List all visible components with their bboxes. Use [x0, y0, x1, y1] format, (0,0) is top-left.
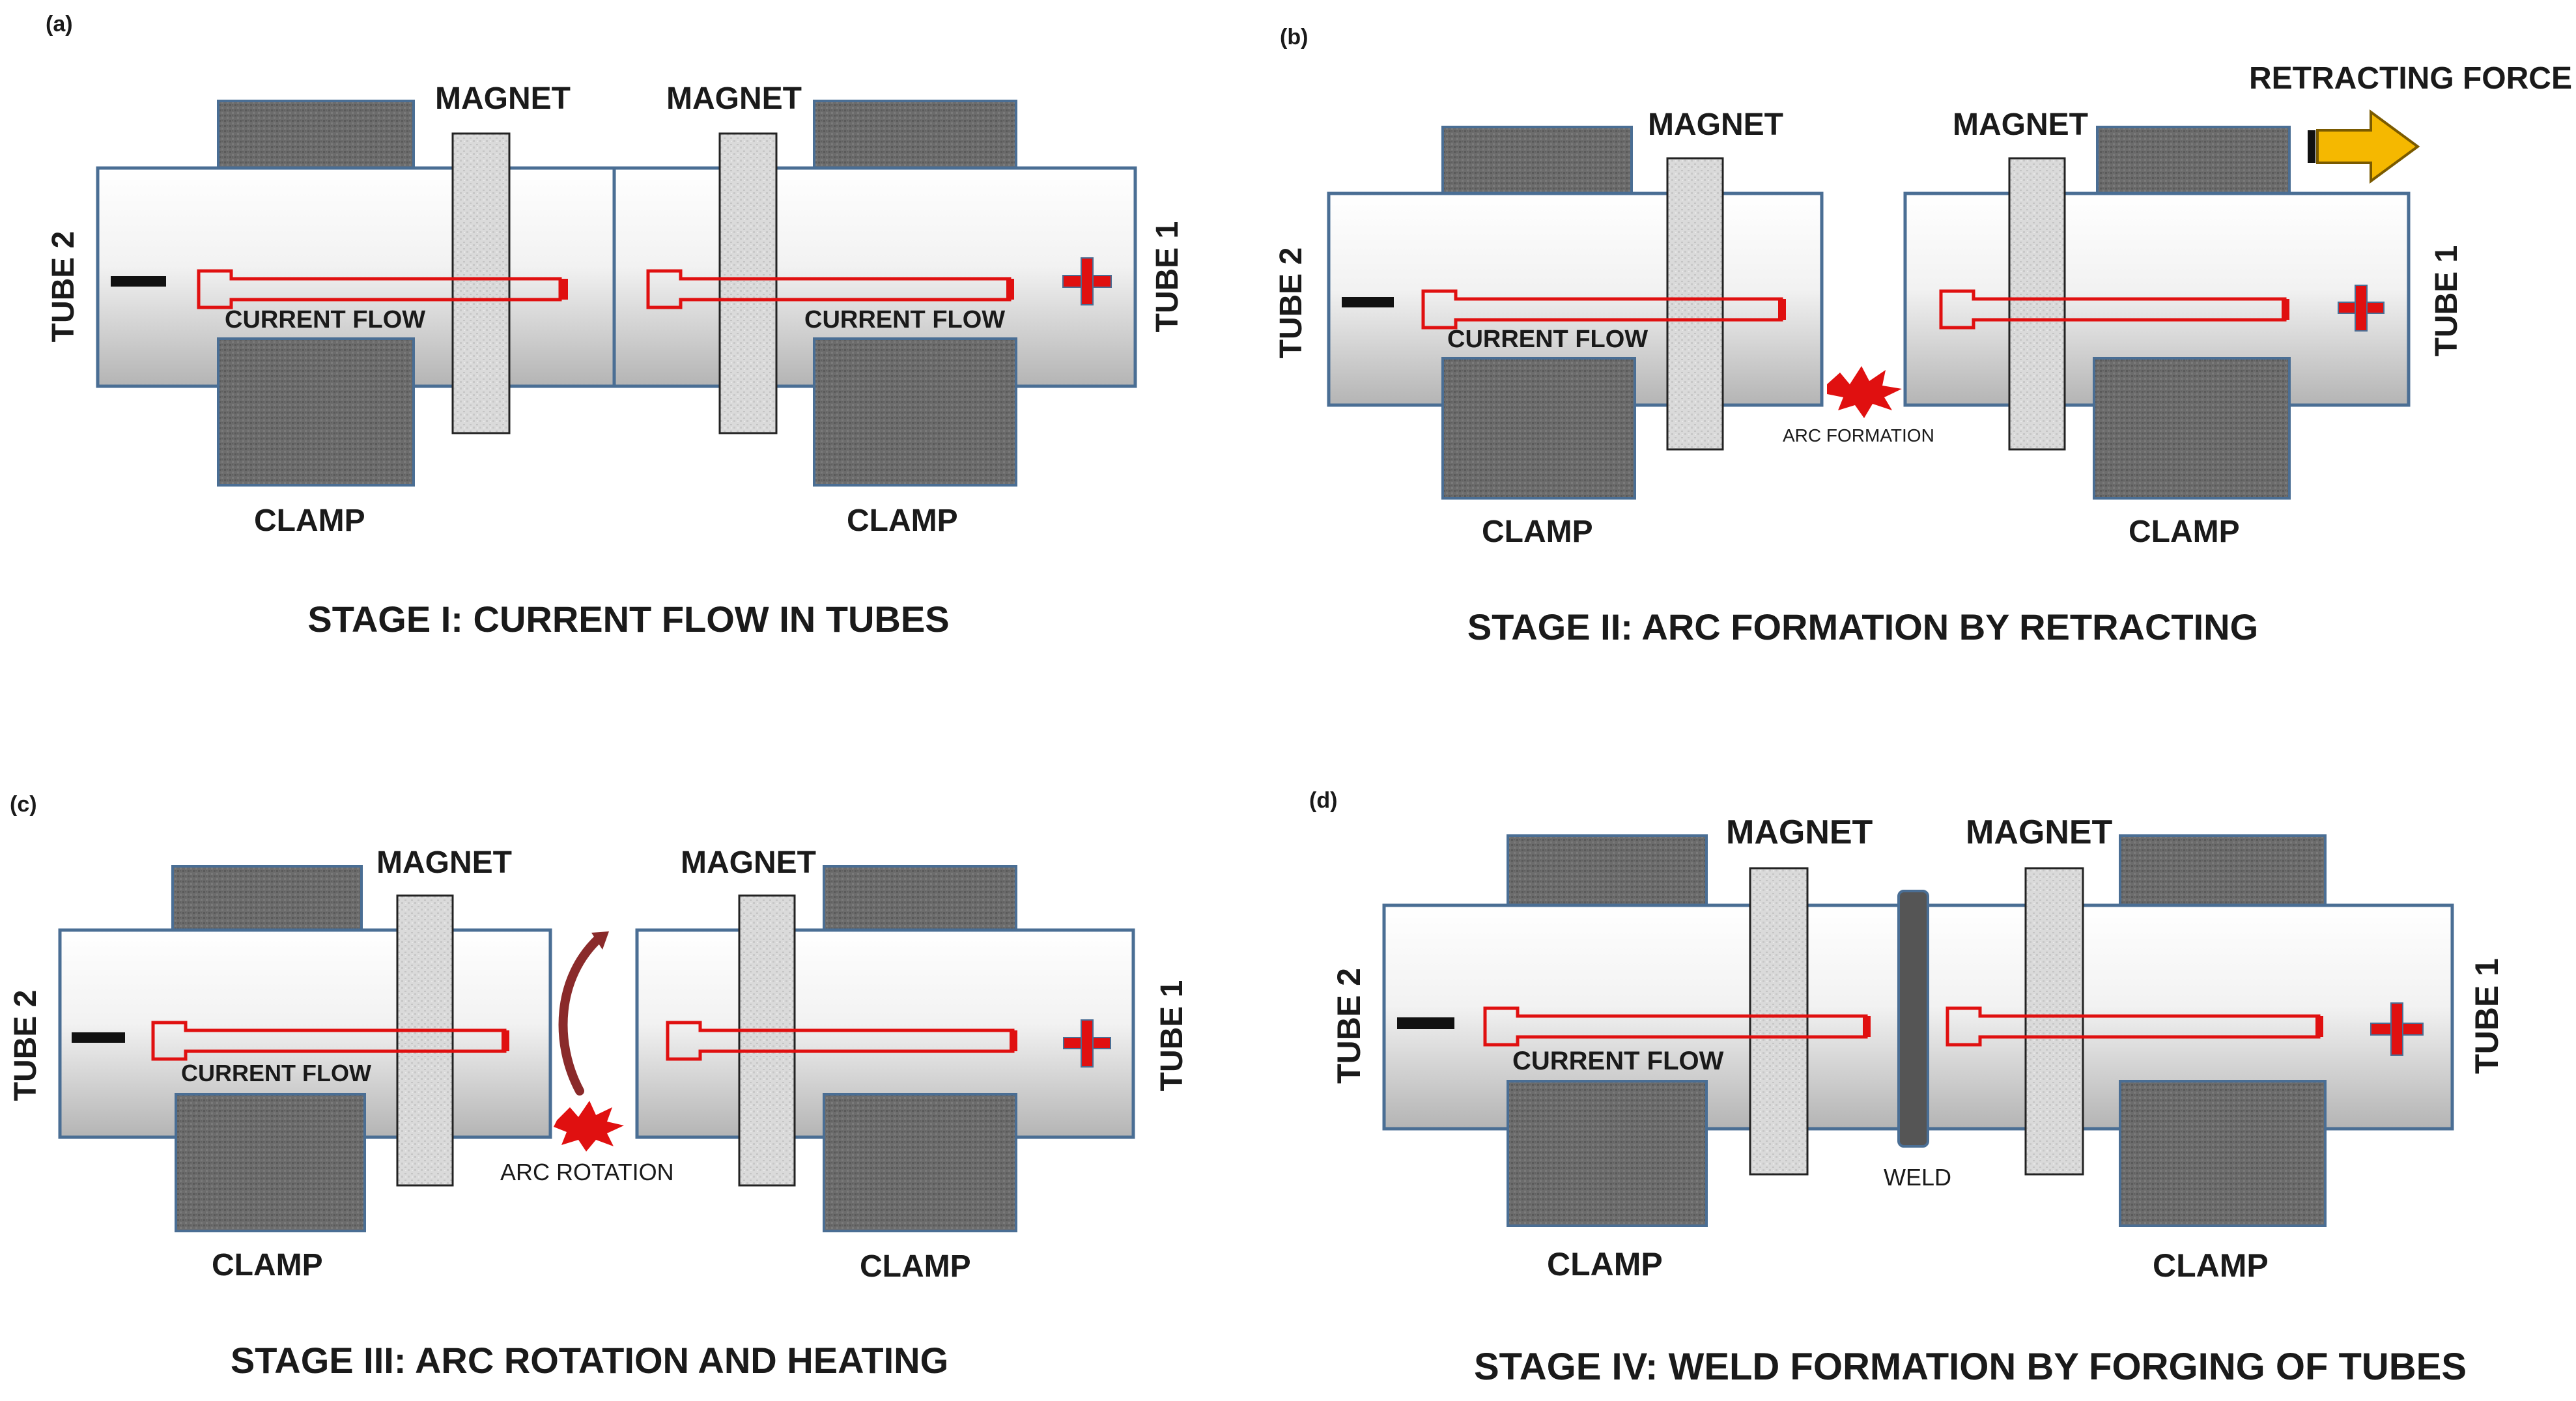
weld-bead [1897, 890, 1929, 1148]
right-clamp-label: CLAMP [2129, 515, 2240, 549]
left-clamp-bottom [175, 1093, 366, 1232]
right-clamp-label: CLAMP [860, 1249, 971, 1284]
right-tube-label: TUBE 1 [1155, 980, 1189, 1092]
right-magnet-label: MAGNET [1953, 107, 2088, 142]
arc-rotation-label: ARC ROTATION [500, 1159, 674, 1185]
left-current-tail [502, 1030, 509, 1051]
left-current-label: CURRENT FLOW [225, 306, 425, 333]
minus-icon [111, 276, 166, 287]
rotation-arrowhead-icon [591, 931, 609, 950]
left-clamp-label: CLAMP [254, 503, 365, 538]
right-current-tail [1006, 279, 1014, 300]
plus-icon [2370, 1002, 2424, 1056]
left-tube-label: TUBE 2 [8, 990, 43, 1101]
right-clamp-bottom [823, 1093, 1017, 1232]
right-magnet-label: MAGNET [666, 81, 802, 116]
retracting-force-label: RETRACTING FORCE [2249, 61, 2572, 96]
left-tube-label: TUBE 2 [1331, 968, 1367, 1084]
minus-icon [72, 1032, 125, 1043]
right-current-tail [2315, 1016, 2323, 1037]
panel-c-caption: STAGE III: ARC ROTATION AND HEATING [231, 1340, 948, 1381]
right-clamp-bottom [813, 337, 1017, 487]
plus-icon [2338, 285, 2385, 332]
panel-a: (a) MAGNET MAGNET CURRENT FLOW CURRENT F… [46, 12, 1185, 640]
arc-spark-icon [554, 1101, 624, 1152]
plus-icon [1062, 257, 1112, 305]
arc-rotation-arrow-icon [558, 933, 604, 1096]
left-magnet-label: MAGNET [1648, 107, 1783, 142]
right-magnet-label: MAGNET [1966, 814, 2113, 851]
right-clamp-bottom [2093, 357, 2291, 500]
right-clamp-label: CLAMP [847, 503, 958, 538]
panel-b: (b) MAGNET MAGNET RETRACTING FORCE CURRE… [1274, 25, 2572, 647]
retracting-force-arrow-icon [2308, 109, 2420, 184]
left-tube-label: TUBE 2 [46, 231, 81, 343]
minus-icon [1342, 297, 1394, 307]
panel-a-caption: STAGE I: CURRENT FLOW IN TUBES [307, 599, 949, 640]
panel-b-letter: (b) [1280, 25, 1308, 50]
left-current-label: CURRENT FLOW [181, 1060, 371, 1086]
left-magnet-label: MAGNET [1726, 814, 1873, 851]
left-magnet [1749, 867, 1809, 1176]
left-current-tail [560, 279, 568, 300]
left-magnet-label: MAGNET [376, 845, 512, 880]
left-magnet [451, 132, 511, 434]
right-magnet [738, 894, 796, 1187]
right-magnet [718, 132, 778, 434]
right-magnet [2024, 867, 2084, 1176]
left-clamp-bottom [1441, 357, 1636, 500]
panel-b-caption: STAGE II: ARC FORMATION BY RETRACTING [1467, 606, 2258, 647]
arc-spark-icon [1827, 366, 1902, 418]
right-clamp-label: CLAMP [2153, 1247, 2269, 1284]
panel-d-caption: STAGE IV: WELD FORMATION BY FORGING OF T… [1474, 1346, 2467, 1388]
left-clamp-label: CLAMP [1547, 1246, 1663, 1282]
panel-c-letter: (c) [10, 792, 37, 817]
minus-icon [1397, 1017, 1454, 1029]
left-clamp-bottom [217, 337, 415, 487]
panel-d: (d) MAGNET MAGNET CURRENT FLOW WELD CLAM… [1309, 788, 2505, 1388]
left-current-tail [1778, 299, 1786, 320]
left-magnet [1666, 157, 1724, 451]
left-magnet [396, 894, 454, 1187]
arc-formation-label: ARC FORMATION [1783, 425, 1934, 446]
left-clamp-label: CLAMP [1482, 515, 1593, 549]
right-magnet-label: MAGNET [681, 845, 816, 880]
right-magnet [2008, 157, 2066, 451]
panel-c: (c) MAGNET MAGNET CURRENT FLOW ARC ROTAT… [8, 792, 1189, 1381]
right-current-tail [2282, 299, 2289, 320]
left-magnet-label: MAGNET [435, 81, 571, 116]
plus-icon [1063, 1019, 1111, 1068]
left-current-tail [1863, 1016, 1871, 1037]
panel-a-letter: (a) [46, 12, 73, 36]
right-current-label: CURRENT FLOW [804, 306, 1005, 333]
right-current-tail [1010, 1030, 1017, 1051]
left-clamp-label: CLAMP [212, 1248, 323, 1282]
right-tube-label: TUBE 1 [2469, 958, 2505, 1074]
right-clamp-bottom [2119, 1080, 2327, 1227]
weld-label: WELD [1884, 1164, 1951, 1191]
left-current-label: CURRENT FLOW [1447, 326, 1648, 353]
panel-d-letter: (d) [1309, 788, 1337, 813]
right-tube-label: TUBE 1 [1150, 221, 1185, 333]
left-current-label: CURRENT FLOW [1512, 1047, 1724, 1075]
right-tube-label: TUBE 1 [2429, 246, 2464, 357]
left-clamp-bottom [1507, 1080, 1708, 1227]
left-tube-label: TUBE 2 [1274, 248, 1309, 359]
